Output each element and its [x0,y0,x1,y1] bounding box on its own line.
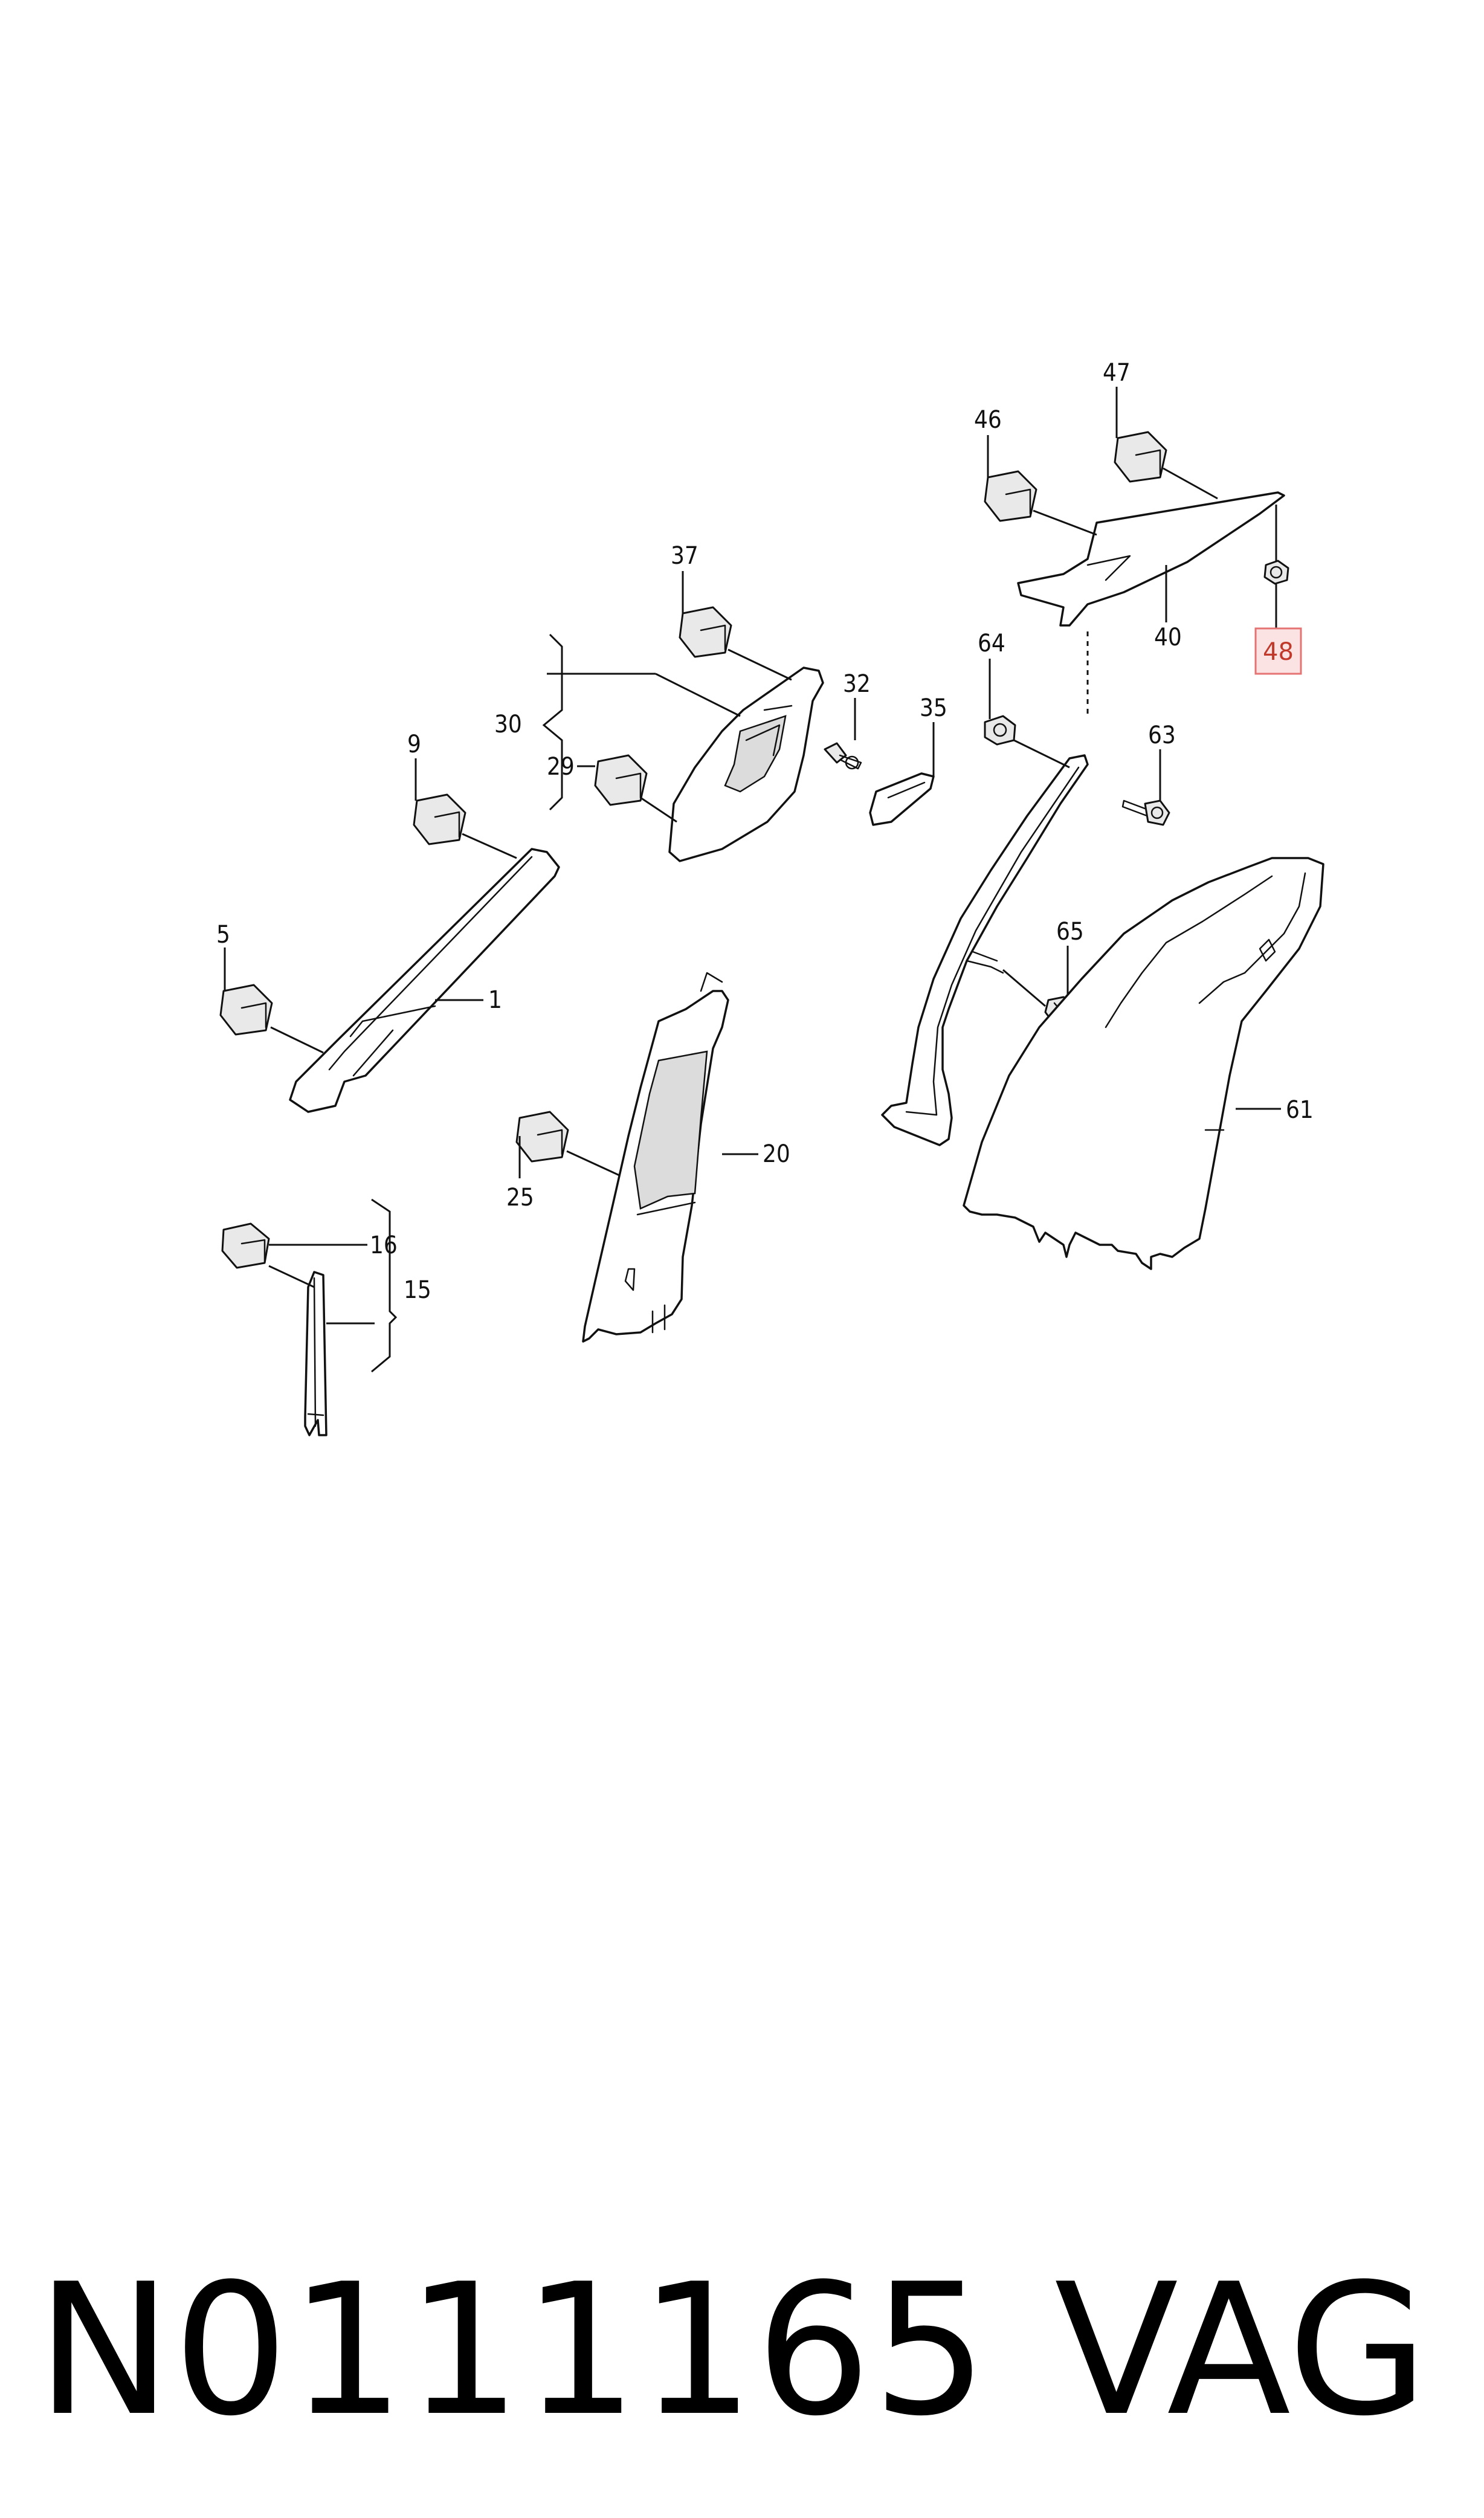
clip-part-64 [984,715,1016,746]
nut-part-48 [1263,560,1289,585]
callout-65: 65 [1056,918,1084,946]
callout-47: 47 [1103,359,1131,387]
brand-name: VAG [1054,2245,1428,2456]
callout-20: 20 [763,1140,790,1168]
c-pillar-trim-part-30 [668,667,824,862]
callout-15: 15 [404,1276,431,1304]
callout-63: 63 [1148,722,1176,749]
callout-25: 25 [506,1184,534,1212]
clip-part-37 [679,606,732,658]
part-number: N0111165 [36,2245,989,2456]
highlight-box-48 [1254,627,1302,675]
callout-5: 5 [216,921,230,949]
a-pillar-trim-part-1 [289,848,560,1113]
screw-part-63 [1121,799,1170,826]
footer: N0111165 VAG [0,2248,1484,2453]
upper-trim-part-40 [1017,491,1285,627]
clip-part-46 [984,470,1037,522]
callout-35: 35 [920,694,947,722]
callout-9: 9 [407,731,421,758]
callout-40: 40 [1154,624,1182,651]
callout-1: 1 [488,986,502,1014]
pillar-strip-part-15 [304,1271,327,1436]
callout-29: 29 [547,753,575,781]
callout-16: 16 [370,1232,398,1259]
clip-part-9 [413,793,466,845]
callout-30: 30 [494,711,522,738]
callout-32: 32 [843,670,871,698]
clip-part-29 [594,754,648,806]
callout-37: 37 [671,542,698,570]
callout-46: 46 [974,406,1002,434]
d-pillar-trim-part-61 [963,857,1324,1270]
callout-61: 61 [1286,1096,1314,1124]
clip-part-16 [221,1222,270,1269]
clip-part-25 [515,1111,569,1163]
clip-part-5 [219,984,273,1036]
screw-part-32 [824,742,862,770]
trim-piece-part-35 [869,772,935,826]
b-pillar-trim-part-20 [582,972,729,1343]
callout-48[interactable]: 48 [1263,638,1294,666]
callout-64: 64 [978,630,1005,657]
pillar-bracket [881,754,1089,1146]
clip-part-47 [1114,431,1167,483]
